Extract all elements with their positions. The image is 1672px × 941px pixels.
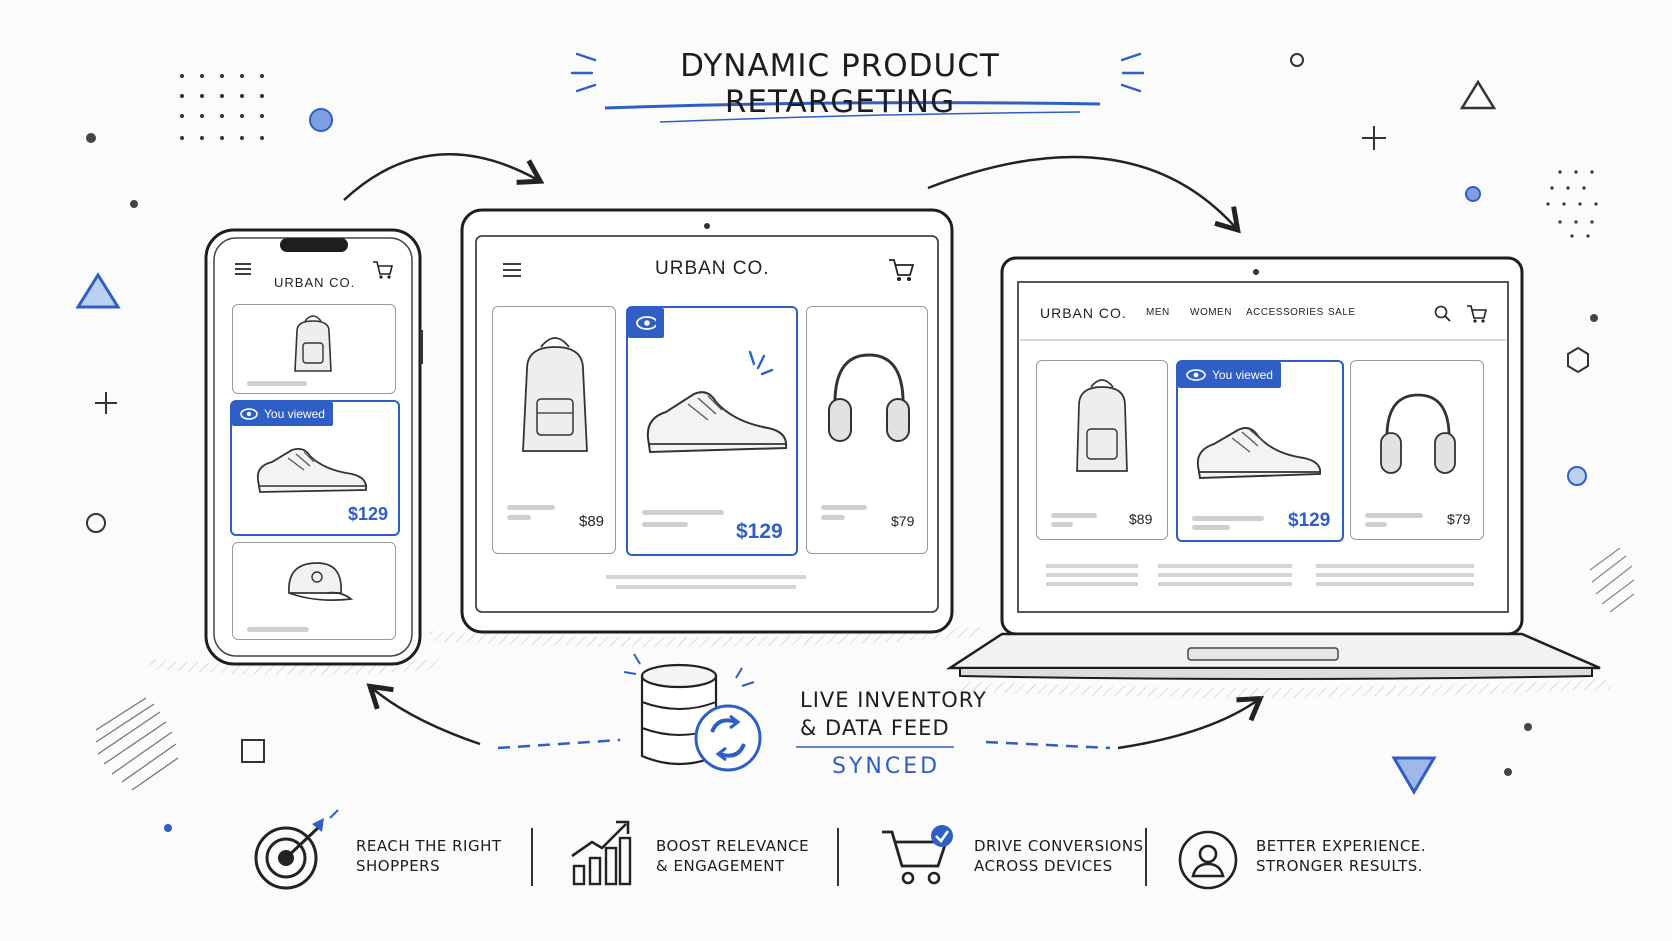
- dot-grid-decoration-right: [1546, 170, 1598, 238]
- feed-label-line1: Live Inventory: [800, 688, 987, 712]
- growth-chart-icon: [571, 820, 632, 886]
- benefit-4-line1: Better experience.: [1256, 837, 1427, 855]
- nav-link-accessories[interactable]: ACCESSORIES: [1246, 307, 1324, 318]
- blue-circle-decoration: [309, 108, 333, 132]
- dot-grid-decoration: [180, 74, 264, 140]
- product-card[interactable]: $89: [492, 306, 616, 554]
- tablet-footer-lines: [606, 575, 806, 589]
- flow-arrow-phone-to-tablet: [343, 153, 545, 201]
- benefit-1-line1: Reach the right: [356, 837, 502, 855]
- product-price: $79: [1447, 511, 1471, 527]
- badge-label: You viewed: [264, 407, 325, 421]
- product-card[interactable]: $89: [1036, 360, 1168, 540]
- page-title: Dynamic Product Retargeting: [680, 48, 1000, 120]
- badge-label: You viewed: [1212, 368, 1273, 382]
- flow-arrow-feed-to-laptop: [1117, 695, 1264, 750]
- product-price: $89: [1129, 511, 1153, 527]
- product-card-viewed[interactable]: You viewed $129: [230, 400, 400, 536]
- sneaker-icon: [1196, 427, 1322, 479]
- product-card[interactable]: [232, 542, 396, 640]
- laptop-store-name: URBAN CO.: [1040, 305, 1127, 321]
- menu-icon[interactable]: [502, 262, 522, 278]
- nav-link-men[interactable]: MEN: [1146, 307, 1170, 318]
- eye-icon: [636, 316, 656, 330]
- cap-icon: [288, 562, 354, 601]
- triangle-outline-decoration: [1459, 79, 1497, 110]
- feed-divider: [796, 746, 954, 748]
- headphones-icon: [1380, 393, 1456, 474]
- nav-link-sale[interactable]: SALE: [1328, 307, 1356, 318]
- user-icon: [1178, 830, 1238, 890]
- headphones-icon: [828, 353, 910, 442]
- product-price: $79: [891, 513, 915, 529]
- flow-arrow-tablet-to-laptop: [927, 155, 1241, 234]
- benefit-3-line1: Drive conversions: [974, 837, 1144, 855]
- you-viewed-badge: You viewed: [232, 402, 333, 426]
- sneaker-icon: [646, 391, 788, 454]
- database-sync-icon: [623, 653, 762, 772]
- backpack-icon: [522, 337, 588, 452]
- benefit-2-line2: & engagement: [656, 857, 785, 875]
- cart-icon[interactable]: [888, 258, 915, 282]
- cart-icon[interactable]: [372, 260, 394, 280]
- product-card[interactable]: [232, 304, 396, 394]
- product-card[interactable]: $79: [1350, 360, 1484, 540]
- target-icon: [254, 809, 339, 890]
- product-card-viewed[interactable]: $129: [626, 306, 798, 556]
- benefit-4-line2: Stronger results.: [1256, 857, 1424, 875]
- triangle-decoration-bottom: [1391, 756, 1437, 795]
- product-price: $129: [736, 520, 783, 543]
- sync-status: Synced: [832, 754, 941, 779]
- laptop-footer-lines: [1046, 564, 1474, 586]
- sneaker-icon: [256, 447, 368, 493]
- eye-icon: [1186, 369, 1206, 381]
- cart-check-icon: [882, 825, 953, 885]
- product-card[interactable]: $79: [806, 306, 928, 554]
- flow-arrow-feed-to-phone: [366, 683, 481, 746]
- eye-icon: [240, 408, 258, 420]
- search-icon[interactable]: [1434, 305, 1452, 323]
- product-price: $129: [348, 504, 389, 524]
- triangle-decoration: [75, 272, 121, 309]
- benefit-2-line1: Boost relevance: [656, 837, 810, 855]
- you-viewed-badge: You viewed: [1178, 362, 1281, 388]
- cart-icon[interactable]: [1466, 304, 1488, 324]
- feed-label-line2: & Data Feed: [800, 716, 950, 740]
- benefit-3-line2: across devices: [974, 857, 1113, 875]
- phone-store-name: URBAN CO.: [274, 275, 356, 290]
- backpack-icon: [294, 315, 332, 372]
- product-card-viewed[interactable]: You viewed $129: [1176, 360, 1344, 542]
- product-price: $89: [579, 513, 605, 530]
- menu-icon[interactable]: [234, 262, 252, 276]
- title-underline: [604, 101, 1101, 123]
- benefit-1-line2: shoppers: [356, 857, 441, 875]
- title-accent-marks: [570, 52, 1145, 93]
- you-viewed-badge: [628, 308, 664, 338]
- tablet-store-name: URBAN CO.: [655, 258, 770, 279]
- backpack-icon: [1076, 379, 1128, 472]
- product-price: $129: [1288, 510, 1331, 531]
- nav-link-women[interactable]: WOMEN: [1190, 307, 1232, 318]
- highlight-marks-icon: [748, 350, 774, 376]
